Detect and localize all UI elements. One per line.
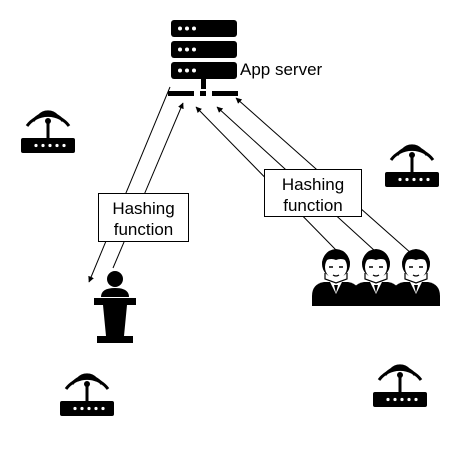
server-icon xyxy=(168,20,238,96)
audience-people-icon xyxy=(311,248,441,307)
wifi-router-icon xyxy=(19,110,77,155)
wifi-router-icon xyxy=(371,364,429,409)
wifi-router-icon xyxy=(383,144,441,189)
hashing-label-line1: Hashing xyxy=(112,199,175,218)
hashing-label-line2: function xyxy=(113,220,174,239)
wifi-router-icon xyxy=(58,373,116,418)
arrow-speaker-to-server xyxy=(112,102,184,269)
hashing-label-line2: function xyxy=(283,196,343,215)
speaker-podium-icon xyxy=(94,271,136,343)
arrow-server-to-speaker xyxy=(88,86,171,283)
connection-arrows xyxy=(88,86,413,283)
hashing-function-box-left: Hashing function xyxy=(98,193,189,242)
hashing-function-box-right: Hashing function xyxy=(264,169,362,217)
hashing-label-line1: Hashing xyxy=(281,175,345,194)
app-server-label: App server xyxy=(240,60,323,79)
